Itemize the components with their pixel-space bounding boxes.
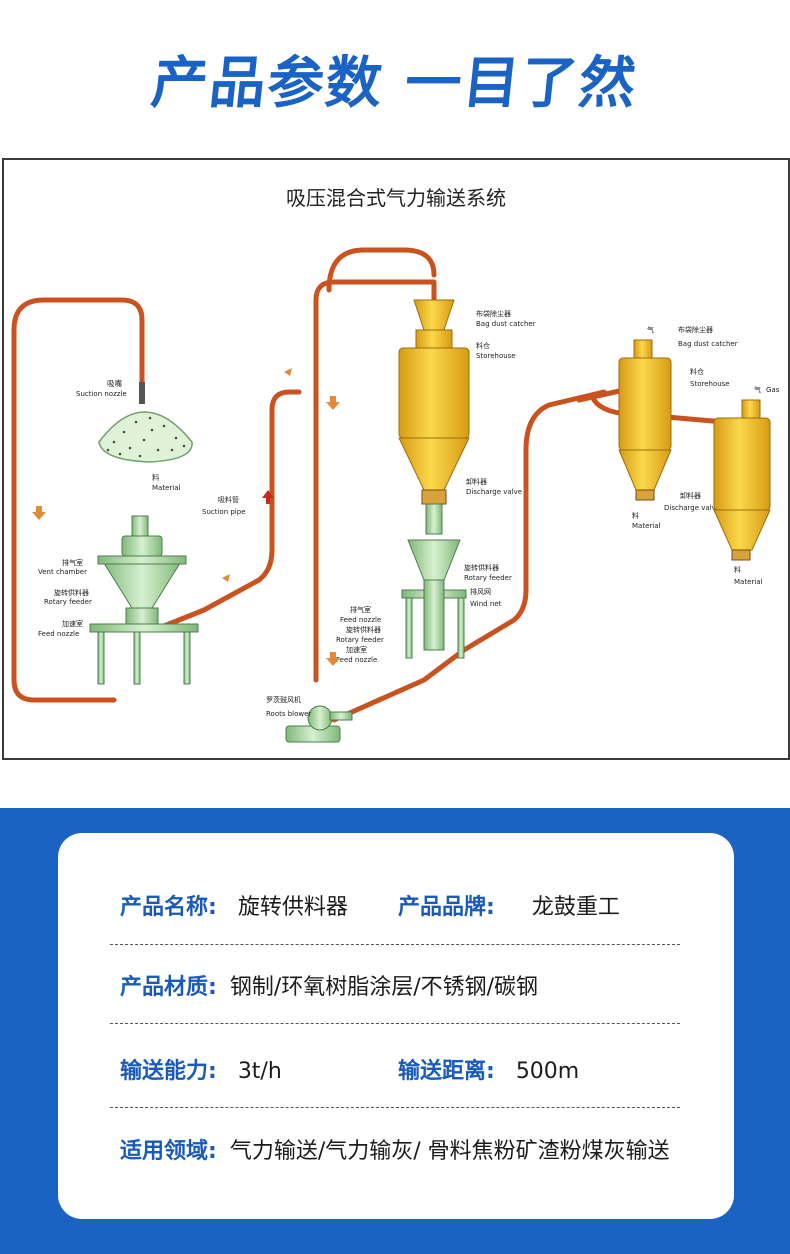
rotary-feeder-label-en: Rotary feeder <box>44 598 92 606</box>
vent-chamber-label-en: Vent chamber <box>38 568 87 576</box>
discharge-valve2-label-en: Discharge valve <box>664 504 720 512</box>
discharge-valve2-label-cn: 卸料器 <box>680 491 701 500</box>
vent-chamber2-label-cn: 排气室 <box>350 605 371 614</box>
central-storehouse <box>398 299 470 659</box>
arrow-icon <box>326 652 340 666</box>
capacity-label: 输送能力: <box>120 1059 217 1084</box>
spec-row-application: 适用领域: 气力输送/气力输灰/ 骨料焦粉矿渣粉煤灰输送 <box>120 1133 670 1165</box>
product-material-label: 产品材质: <box>120 975 217 1000</box>
spec-row-distance: 输送距离: 500m <box>398 1053 579 1085</box>
product-name-label: 产品名称: <box>120 895 217 920</box>
arrow-icon <box>284 368 292 376</box>
page-title: 产品参数 一目了然 <box>148 51 641 116</box>
spec-row-brand: 产品品牌: 龙鼓重工 <box>398 889 620 921</box>
suction-pipe-label-cn: 吸料管 <box>218 495 239 504</box>
gas2-label-en: Gas <box>766 386 780 394</box>
bag-dust-catcher2-label-en: Bag dust catcher <box>678 340 738 348</box>
rotary-feeder2-label-cn: 旋转供料器 <box>464 563 499 572</box>
blower-to-feeder <box>331 389 607 723</box>
gas-label-cn: 气 <box>647 325 654 334</box>
feed-nozzle-label-cn: 加速室 <box>62 619 83 628</box>
storehouse2-label-cn: 料仓 <box>690 367 704 376</box>
capacity-value: 3t/h <box>237 1059 282 1084</box>
diagram-title: 吸压混合式气力输送系统 <box>286 186 506 210</box>
header-banner: 产品参数 一目了然 <box>0 0 790 160</box>
suction-pipe-label-en: Suction pipe <box>202 508 246 516</box>
roots-blower-label-cn: 罗茨鼓风机 <box>266 695 301 704</box>
branch-to-silo-a <box>576 387 627 403</box>
material-label-cn: 料 <box>152 472 160 482</box>
arrow-icon <box>326 396 340 410</box>
spec-row-capacity: 输送能力: 3t/h <box>120 1053 282 1085</box>
distance-value: 500m <box>515 1059 580 1084</box>
left-feeder-station <box>89 515 199 685</box>
right-silo-b <box>713 399 771 561</box>
product-name-value: 旋转供料器 <box>237 895 348 920</box>
material2-label-cn: 料 <box>632 511 639 520</box>
system-diagram: 吸压混合式气力输送系统 <box>2 158 790 760</box>
feed-nozzle2-label-en: Feed nozzle <box>340 616 381 624</box>
suction-nozzle-label-cn: 吸嘴 <box>107 378 122 388</box>
divider <box>110 1107 680 1108</box>
suction-nozzle-label-en: Suction nozzle <box>76 390 127 398</box>
application-value: 气力输送/气力输灰/ 骨料焦粉矿渣粉煤灰输送 <box>229 1139 670 1164</box>
roots-blower-label-en: Roots blower <box>266 710 311 718</box>
rotary-feeder3-label-en: Rotary feeder <box>336 636 384 644</box>
bag-dust-catcher-label-en: Bag dust catcher <box>476 320 536 328</box>
spec-row-material: 产品材质: 钢制/环氧树脂涂层/不锈钢/碳钢 <box>120 969 538 1001</box>
suction-pipe-mid <box>151 389 302 633</box>
rotary-feeder2-label-en: Rotary feeder <box>464 574 512 582</box>
material-heap <box>98 411 193 463</box>
suction-pipe-left <box>11 297 145 703</box>
gas2-label-cn: 气 <box>754 385 761 394</box>
product-brand-label: 产品品牌: <box>398 895 495 920</box>
application-label: 适用领域: <box>120 1139 217 1164</box>
material-label-en: Material <box>152 484 180 492</box>
conveying-pipes <box>11 247 727 723</box>
suction-nozzle <box>139 382 145 404</box>
suction-pipe-up <box>313 279 437 683</box>
arrow-icon <box>32 506 46 520</box>
specs-card: 产品名称: 旋转供料器 产品品牌: 龙鼓重工 产品材质: 钢制/环氧树脂涂层/不… <box>58 833 734 1219</box>
spec-row-name-brand: 产品名称: 旋转供料器 <box>120 889 348 921</box>
rotary-feeder-label-cn: 旋转供料器 <box>54 588 89 597</box>
discharge-valve-label-cn: 卸料器 <box>466 477 487 486</box>
divider <box>110 1023 680 1024</box>
discharge-valve-label-en: Discharge valve <box>466 488 522 496</box>
pneumatic-system-drawing: 吸嘴 Suction nozzle 料 Material 排气室 Vent ch… <box>11 247 780 743</box>
divider <box>110 944 680 945</box>
storehouse-label-cn: 料仓 <box>476 341 490 350</box>
material3-label-en: Material <box>734 578 762 586</box>
arrow-icon <box>262 490 274 504</box>
product-material-value: 钢制/环氧树脂涂层/不锈钢/碳钢 <box>229 975 539 1000</box>
flow-arrows <box>32 368 340 666</box>
roots-blower <box>285 705 353 743</box>
arrow-icon <box>222 574 230 582</box>
feed-nozzle-label-en: Feed nozzle <box>38 630 79 638</box>
material3-label-cn: 料 <box>734 565 741 574</box>
storehouse-label-en: Storehouse <box>476 352 516 360</box>
feed-nozzle3-label-en: Feed nozzle <box>336 656 377 664</box>
wind-net-label-cn: 排风网 <box>470 587 491 596</box>
material2-label-en: Material <box>632 522 660 530</box>
loop-top <box>326 247 437 293</box>
distance-label: 输送距离: <box>398 1059 495 1084</box>
product-brand-value: 龙鼓重工 <box>531 895 620 920</box>
storehouse2-label-en: Storehouse <box>690 380 730 388</box>
wind-net-label-en: Wind net <box>470 600 502 608</box>
feed-nozzle3-label-cn: 加速室 <box>346 645 367 654</box>
rotary-feeder3-label-cn: 旋转供料器 <box>346 625 381 634</box>
right-silo-a <box>618 339 672 501</box>
bag-dust-catcher-label-cn: 布袋除尘器 <box>476 309 511 318</box>
bag-dust-catcher2-label-cn: 布袋除尘器 <box>678 325 713 334</box>
vent-chamber-label-cn: 排气室 <box>62 558 83 567</box>
suction-nozzle-group <box>98 382 193 463</box>
